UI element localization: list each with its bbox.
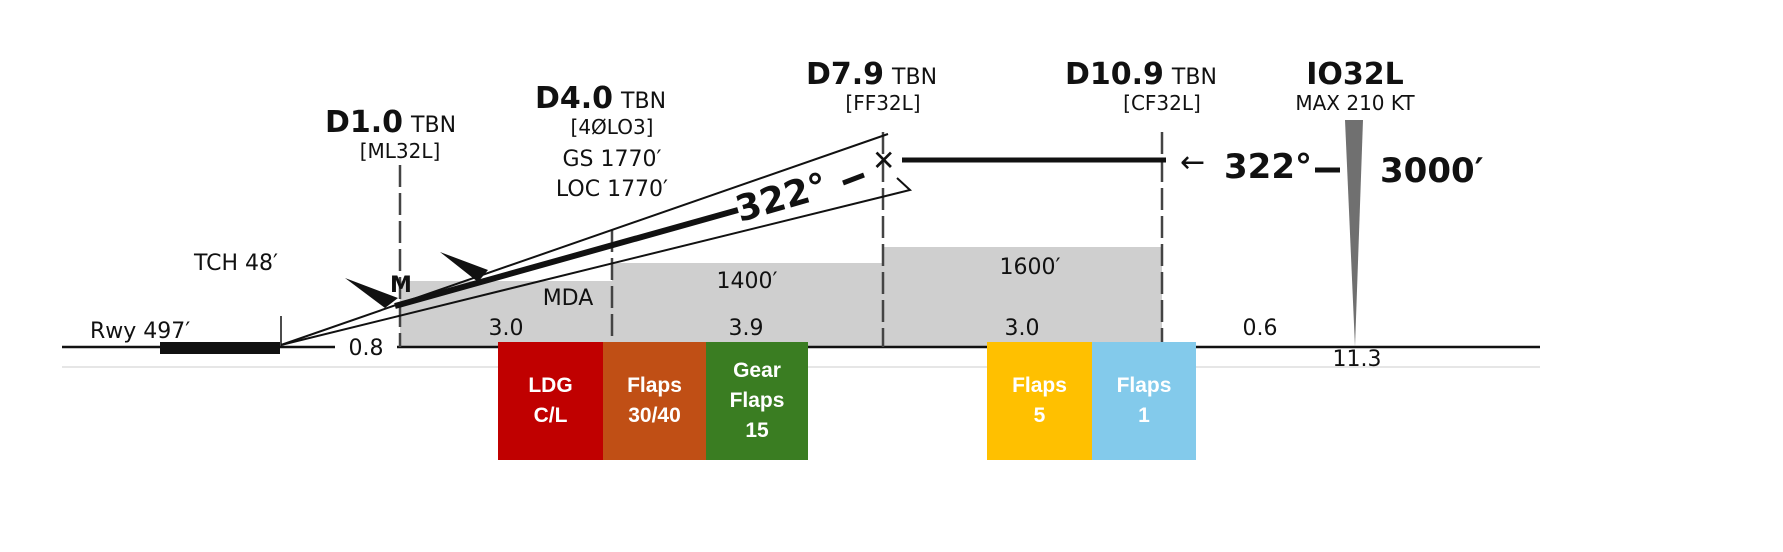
config-text: Flaps — [627, 374, 682, 397]
iaf-name: IO32L — [1306, 57, 1404, 92]
config-box-flaps-30-40: Flaps 30/40 — [603, 342, 706, 460]
config-text: 5 — [1033, 404, 1046, 427]
config-text: 30/40 — [628, 404, 681, 427]
intermediate-course-label: 322° — [1224, 147, 1312, 187]
glidepath-lower — [280, 177, 913, 346]
course-dash — [842, 172, 865, 186]
step-altitude-1400: 1400′ — [717, 269, 778, 294]
initial-altitude-label: 3000′ — [1380, 151, 1484, 191]
distance-0-8: 0.8 — [349, 336, 384, 361]
fix-d7-9-id: [FF32L] — [845, 91, 920, 115]
config-text: 15 — [745, 419, 769, 442]
step-segment-area-1400 — [612, 263, 883, 347]
distance-3-0: 3.0 — [1005, 316, 1040, 341]
missed-approach-arrow-icon — [440, 252, 488, 282]
iaf-speed: MAX 210 KT — [1295, 91, 1415, 115]
fix-d4-loc: LOC 1770′ — [556, 177, 668, 202]
fix-d4-gs: GS 1770′ — [563, 147, 662, 172]
fix-d4-id: [4ØLO3] — [571, 115, 654, 139]
arrow-left-icon: ← — [1180, 145, 1205, 180]
config-text: C/L — [533, 404, 568, 427]
step-altitude-1600: 1600′ — [1000, 255, 1061, 280]
config-text: Flaps — [729, 389, 785, 412]
runway-label: Rwy 497′ — [90, 319, 190, 344]
missed-approach-arrow-icon — [345, 278, 398, 308]
config-box-flaps-5: Flaps 5 — [987, 342, 1092, 460]
faf-cross-icon: ✕ — [872, 144, 895, 177]
config-text: LDG — [528, 374, 573, 397]
distance-total: 11.3 — [1333, 347, 1382, 372]
iaf-marker — [1345, 120, 1363, 347]
mda-marker: M — [390, 273, 412, 298]
distance-3-9: 3.9 — [729, 316, 764, 341]
step-segment-area-1600 — [883, 247, 1162, 347]
config-text: 1 — [1138, 404, 1150, 427]
tch-label: TCH 48′ — [193, 251, 278, 276]
config-text: Gear — [733, 359, 781, 382]
final-course-line — [394, 207, 739, 309]
config-box-gear-flaps-15: Gear Flaps 15 — [706, 342, 808, 460]
runway-bar — [160, 342, 280, 354]
distance-0-6: 0.6 — [1243, 316, 1278, 341]
config-box-ldg-checklist: LDG C/L — [498, 342, 603, 460]
config-text: Flaps — [1116, 374, 1172, 397]
fix-d1-id: [ML32L] — [360, 139, 441, 163]
config-text: Flaps — [1012, 374, 1067, 397]
fix-d10-9-id: [CF32L] — [1123, 91, 1201, 115]
mda-label: MDA — [543, 286, 594, 311]
distance-3-0: 3.0 — [489, 316, 524, 341]
glidepath-upper — [280, 133, 889, 346]
config-box-flaps-1: Flaps 1 — [1092, 342, 1196, 460]
